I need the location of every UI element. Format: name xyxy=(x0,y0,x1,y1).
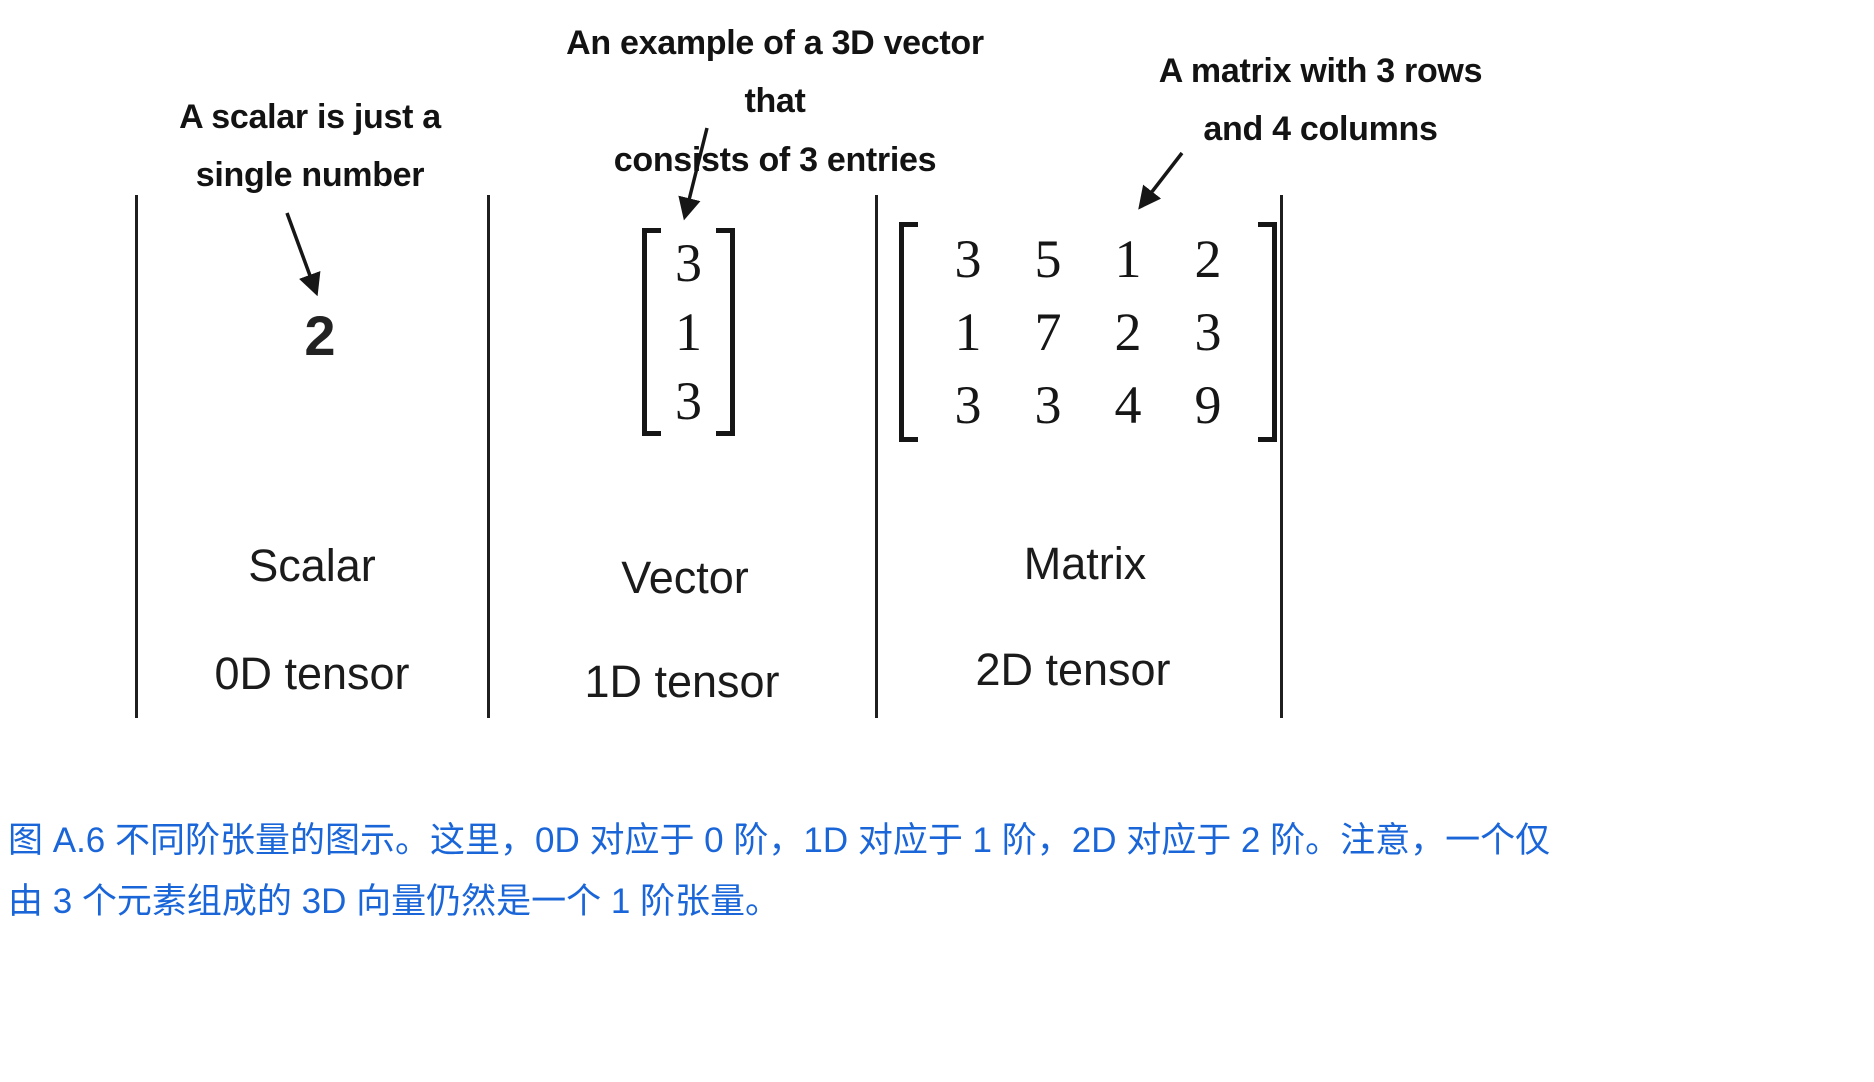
vector-label: Vector xyxy=(621,552,749,603)
matrix-cell: 7 xyxy=(1034,301,1062,362)
annotation-line: An example of a 3D vector that xyxy=(566,24,984,121)
matrix-label: Matrix xyxy=(1023,538,1147,589)
annotation-line: single number xyxy=(195,156,425,195)
vector-annotation-arrow xyxy=(678,127,709,221)
matrix-cell: 1 xyxy=(954,301,982,362)
matrix-cell: 3 xyxy=(954,375,982,436)
annotation-line: A scalar is just a xyxy=(179,98,441,136)
scalar-label: Scalar xyxy=(248,540,376,591)
figure-caption: 图 A.6 不同阶张量的图示。这里，0D 对应于 0 阶，1D 对应于 1 阶，… xyxy=(8,810,1874,932)
vector-annotation: An example of a 3D vector that consists … xyxy=(555,14,995,189)
matrix-right-bracket xyxy=(1258,222,1277,442)
matrix-cell: 3 xyxy=(1034,375,1062,436)
matrix: 3 5 1 2 1 7 2 3 3 3 4 9 xyxy=(899,222,1277,442)
matrix-cell: 3 xyxy=(1194,301,1222,362)
vector-right-bracket xyxy=(716,228,735,436)
matrix-annotation-arrow xyxy=(1138,151,1184,210)
annotation-line: A matrix with 3 rows xyxy=(1158,52,1483,90)
annotation-line: and 4 columns xyxy=(1203,110,1438,149)
vector-entry: 1 xyxy=(675,301,702,362)
panel-divider xyxy=(875,195,878,718)
scalar-tensor-label: 0D tensor xyxy=(214,648,410,699)
panel-divider xyxy=(487,195,490,718)
matrix-cell: 3 xyxy=(954,228,982,289)
scalar-annotation: A scalar is just a single number xyxy=(130,88,490,205)
vector-entry: 3 xyxy=(675,371,702,432)
scalar-value: 2 xyxy=(304,304,336,367)
matrix-annotation: A matrix with 3 rows and 4 columns xyxy=(1118,42,1523,159)
matrix-cell: 2 xyxy=(1194,228,1222,289)
panel-divider xyxy=(1280,195,1283,718)
arrows-overlay xyxy=(285,127,1184,297)
panel-divider xyxy=(135,195,138,718)
matrix-left-bracket xyxy=(899,222,918,442)
matrix-tensor-label: 2D tensor xyxy=(975,644,1171,695)
scalar-annotation-arrow xyxy=(285,212,321,297)
vector: 3 1 3 xyxy=(642,228,735,436)
vector-tensor-label: 1D tensor xyxy=(584,656,780,707)
annotation-line: consists of 3 entries xyxy=(613,140,937,179)
caption-line-1: 图 A.6 不同阶张量的图示。这里，0D 对应于 0 阶，1D 对应于 1 阶，… xyxy=(8,821,1551,860)
matrix-cell: 9 xyxy=(1194,375,1222,436)
matrix-cell: 1 xyxy=(1114,228,1142,289)
vector-left-bracket xyxy=(642,228,661,436)
matrix-cell: 4 xyxy=(1114,375,1142,436)
matrix-cell: 5 xyxy=(1034,228,1062,289)
caption-line-2: 由 3 个元素组成的 3D 向量仍然是一个 1 阶张量。 xyxy=(8,882,781,921)
matrix-cell: 2 xyxy=(1114,301,1142,362)
vector-entry: 3 xyxy=(675,232,702,293)
